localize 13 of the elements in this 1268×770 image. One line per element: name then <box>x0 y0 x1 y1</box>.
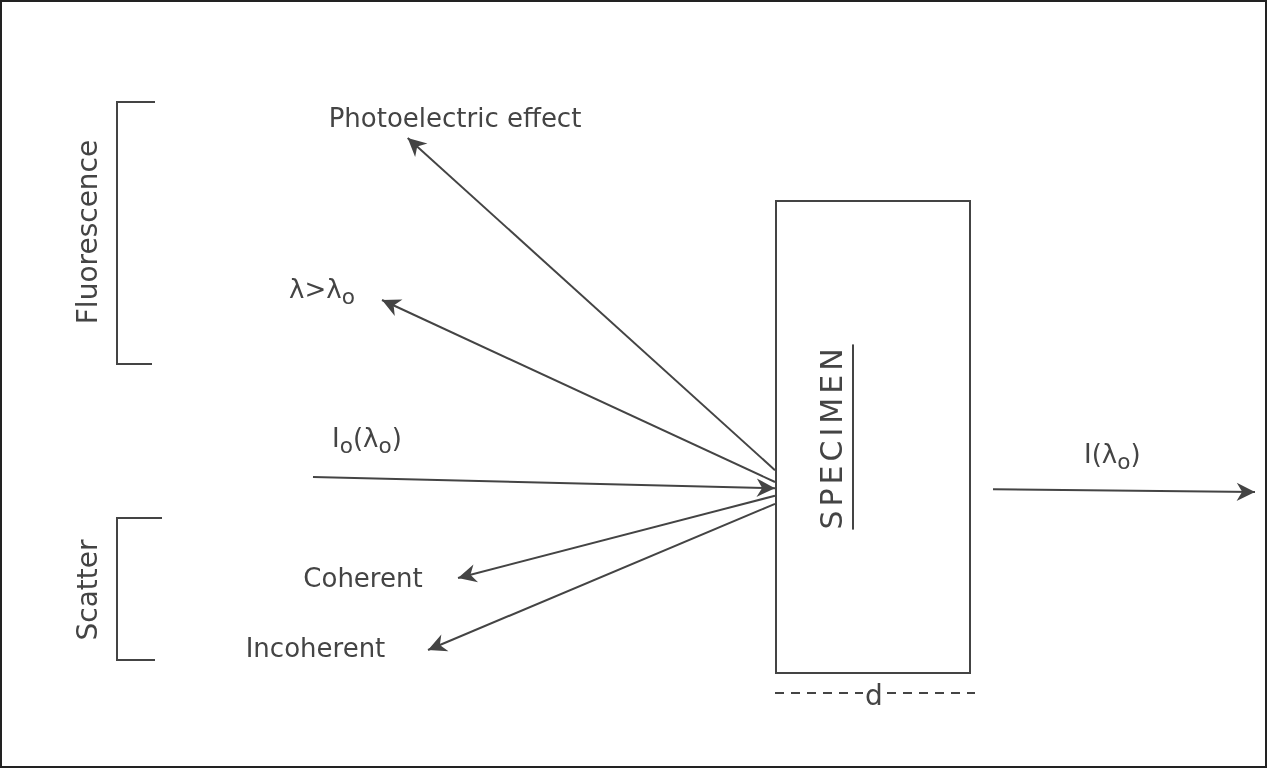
process-label: Incoherent <box>245 635 386 661</box>
arrow <box>427 502 776 652</box>
arrow <box>381 299 776 484</box>
specimen-box <box>775 200 971 674</box>
arrow <box>312 476 776 497</box>
process-label: Photoelectric effect <box>328 105 582 131</box>
wavelength-label: λ>λ$_{o}$ <box>289 276 355 308</box>
process-label: Coherent <box>303 565 423 591</box>
arrow <box>457 494 776 583</box>
arrow <box>406 137 776 472</box>
group-label: Fluorescence <box>74 138 102 327</box>
arrow <box>992 482 1256 501</box>
group-label: Scatter <box>74 538 102 643</box>
